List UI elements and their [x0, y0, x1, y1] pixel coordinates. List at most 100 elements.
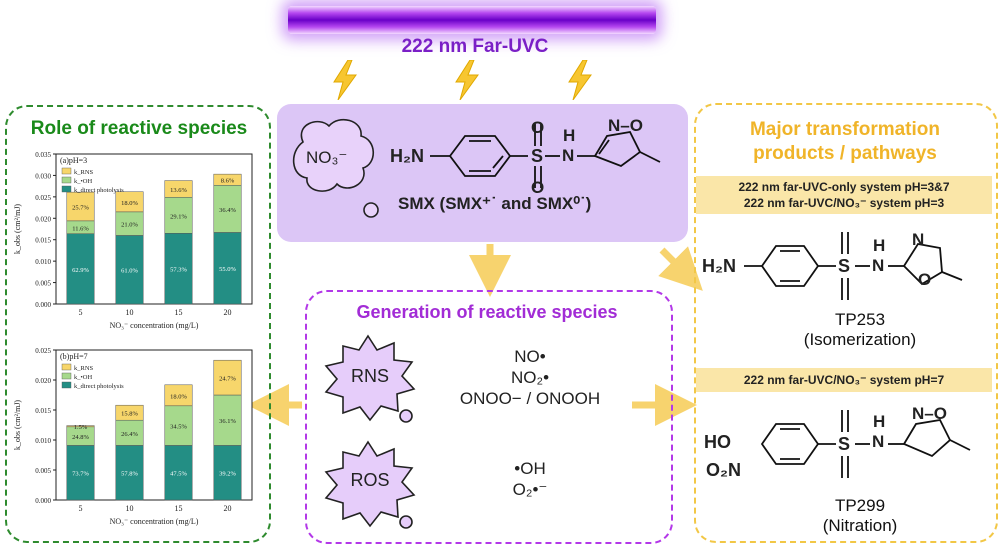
data-label: 15.8%: [121, 411, 138, 418]
data-label: 73.7%: [72, 471, 89, 478]
y-tick-label: 0.030: [35, 172, 51, 180]
middle-panel-title: Generation of reactive species: [356, 302, 618, 322]
bar-segment: [164, 180, 193, 198]
isoxazole-no-label: N–O: [608, 116, 643, 135]
y-tick-label: 0.015: [35, 237, 51, 245]
right-panel-title: Major transformation products / pathways: [700, 118, 990, 166]
data-label: 24.8%: [72, 434, 89, 441]
rns-label: RNS: [350, 366, 389, 386]
tp299-hydroxyl-label: HO: [704, 432, 731, 452]
legend-label: k_RNS: [74, 169, 94, 176]
data-label: 29.1%: [170, 213, 187, 220]
data-label: 13.6%: [170, 187, 187, 194]
condition-band-2: 222 nm far-UVC/NO₃⁻ system pH=7: [696, 368, 992, 392]
y-tick-label: 0.000: [35, 301, 51, 309]
tp299-structure: [760, 410, 971, 478]
data-label: 25.7%: [72, 205, 89, 212]
tp253-hydrogen-label: H: [873, 236, 886, 255]
right-title-line: Major transformation: [749, 119, 941, 140]
transformation-products-panel: [694, 103, 998, 543]
sulfur-label: S: [531, 146, 544, 166]
left-panel-title: Role of reactive species: [30, 118, 248, 139]
tp299-pathway: (Nitration): [822, 516, 898, 535]
data-label: 18.0%: [121, 200, 138, 207]
amine-label: H₂N: [390, 146, 424, 166]
legend-swatch: [61, 381, 72, 389]
x-tick-label: 5: [79, 504, 83, 513]
bar-segment: [115, 404, 144, 421]
rns-burst: [324, 334, 416, 423]
bar-segment: [66, 425, 95, 428]
legend-label: k_RNS: [74, 365, 94, 372]
x-tick-label: 15: [175, 504, 183, 513]
role-of-reactive-species-panel: [5, 105, 271, 543]
data-label: 61.0%: [121, 268, 138, 275]
tp253-label: TP253 (Isomerization): [780, 310, 940, 350]
y-tick-label: 0.010: [35, 437, 51, 445]
rns-species-item: ONOO− / ONOOH: [459, 389, 601, 408]
bar-segment: [213, 445, 242, 501]
tp299-nitro-label: O₂N: [706, 460, 741, 480]
lamp-label: 222 nm Far-UVC: [401, 36, 549, 57]
rns-species-list: NO• NO₂• ONOO− / ONOOH: [430, 346, 630, 409]
bar-segment: [213, 185, 242, 233]
tp253-oxazole-n-label: N: [912, 230, 925, 249]
panel-label: (a)pH=3: [60, 156, 87, 165]
bar-segment: [213, 173, 242, 186]
y-tick-label: 0.005: [35, 467, 51, 475]
tp253-structure: [744, 232, 963, 300]
ros-species-item: O₂•⁻: [512, 480, 548, 499]
hydrogen-label: H: [563, 126, 576, 145]
data-label: 57.3%: [170, 267, 187, 274]
right-title-line: products / pathways: [753, 143, 937, 164]
tp253-nitrogen-label: N: [872, 256, 885, 275]
bar-segment: [164, 405, 193, 446]
tp299-sulfur-label: S: [838, 434, 851, 454]
rns-species-item: NO₂•: [510, 368, 550, 387]
y-tick-label: 0.000: [35, 497, 51, 505]
y-tick-label: 0.020: [35, 215, 51, 223]
nitrate-label: NO₃⁻: [306, 148, 348, 167]
legend-swatch: [61, 372, 72, 380]
data-label: 39.2%: [219, 471, 236, 478]
x-tick-label: 10: [126, 308, 134, 317]
tp299-label: TP299 (Nitration): [780, 496, 940, 536]
data-label: 21.0%: [121, 222, 138, 229]
oxygen-label: O: [531, 178, 545, 197]
bar-segment: [164, 384, 193, 407]
x-axis-label: NO₃⁻ concentration (mg/L): [110, 517, 199, 526]
legend-swatch: [61, 185, 72, 193]
band-line: 222 nm far-UVC/NO₃⁻ system pH=3: [743, 196, 945, 210]
lightning-bolt-icon: [455, 60, 479, 100]
tp253-pathway: (Isomerization): [803, 330, 917, 349]
tp299-hydrogen-label: H: [873, 412, 886, 431]
x-tick-label: 15: [175, 308, 183, 317]
condition-band-1: 222 nm far-UVC-only system pH=3&7 222 nm…: [696, 176, 992, 214]
bar-segment: [164, 197, 193, 234]
y-tick-label: 0.035: [35, 151, 51, 159]
data-label: 8.6%: [221, 178, 235, 185]
bar-segment: [213, 394, 242, 446]
y-tick-label: 0.025: [35, 347, 51, 355]
x-tick-label: 10: [126, 504, 134, 513]
y-tick-label: 0.005: [35, 280, 51, 288]
ros-burst: [324, 440, 416, 529]
legend-label: k_•OH: [74, 178, 92, 185]
y-axis-label: k_obs (cm²/mJ): [13, 204, 22, 255]
tp299-nitrogen-label: N: [872, 432, 885, 451]
bar-segment: [164, 445, 193, 501]
bar-segment: [164, 233, 193, 305]
legend-swatch: [61, 363, 72, 371]
bar-segment: [66, 191, 95, 222]
legend-label: k_direct photolysis: [74, 187, 124, 194]
legend-label: k_•OH: [74, 374, 92, 381]
x-axis-label: NO₃⁻ concentration (mg/L): [110, 321, 199, 330]
panel-label: (b)pH=7: [60, 352, 88, 361]
x-tick-label: 5: [79, 308, 83, 317]
x-tick-label: 20: [224, 504, 232, 513]
far-uvc-lamp: [288, 6, 656, 34]
tp299-isoxazole-label: N–O: [912, 404, 947, 423]
data-label: 57.8%: [121, 471, 138, 478]
ros-species-item: •OH: [514, 459, 546, 478]
